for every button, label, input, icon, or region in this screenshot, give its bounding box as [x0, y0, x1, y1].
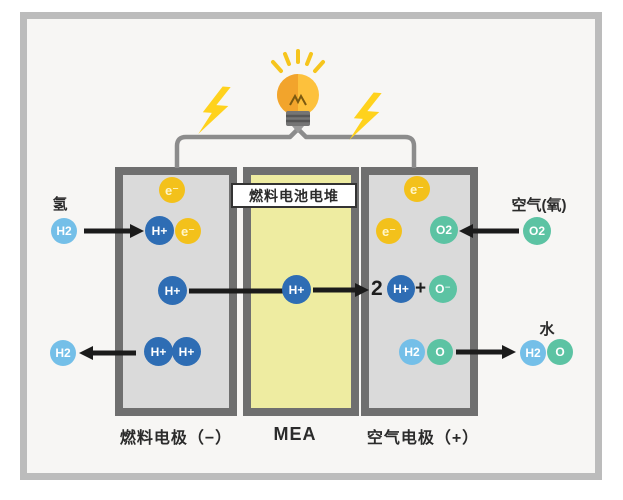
stack-label-box: 燃料电池电堆: [231, 183, 357, 208]
reaction-plus-sign: +: [415, 278, 427, 299]
o-atom: O: [547, 339, 573, 365]
o-atom: O: [427, 339, 453, 365]
h-plus-ion: H+: [282, 275, 311, 304]
lightbulb-rays-icon: [271, 49, 325, 73]
o2-molecule: O2: [523, 217, 551, 245]
circuit-wire: [174, 126, 417, 168]
h-plus-ion: H+: [145, 216, 174, 245]
h2-molecule: H2: [50, 340, 76, 366]
flow-arrows: [84, 228, 519, 356]
o2-molecule: O2: [430, 216, 458, 244]
air-label: 空气(氧): [511, 197, 567, 214]
electron-particle: e⁻: [404, 176, 430, 202]
lightbulb-icon: [277, 74, 319, 133]
electron-particle: e⁻: [376, 218, 402, 244]
mea-label: MEA: [273, 424, 317, 444]
flow-arrowheads: [79, 224, 516, 360]
h-plus-ion: H+: [387, 275, 415, 303]
water-label: 水: [539, 321, 555, 338]
h-plus-ion: H+: [158, 276, 187, 305]
fuel-electrode-label: 燃料电极（−）: [119, 430, 233, 447]
electron-particle: e⁻: [175, 218, 201, 244]
stack-label-text: 燃料电池电堆: [249, 187, 339, 204]
air-electrode-panel: [361, 167, 478, 416]
h-plus-ion: H+: [172, 337, 201, 366]
air-electrode-label: 空气电极（+）: [366, 430, 480, 447]
h-plus-ion: H+: [144, 337, 173, 366]
h2-molecule: H2: [520, 340, 546, 366]
lightning-bolt-right-icon: [349, 92, 382, 140]
lightning-bolt-left-icon: [198, 86, 231, 134]
o-minus-ion: O⁻: [429, 275, 457, 303]
electron-particle: e⁻: [159, 177, 185, 203]
hydrogen-label: 氢: [52, 196, 68, 213]
h2-molecule: H2: [51, 218, 77, 244]
reaction-coefficient: 2: [371, 277, 383, 300]
h2-molecule: H2: [399, 339, 425, 365]
